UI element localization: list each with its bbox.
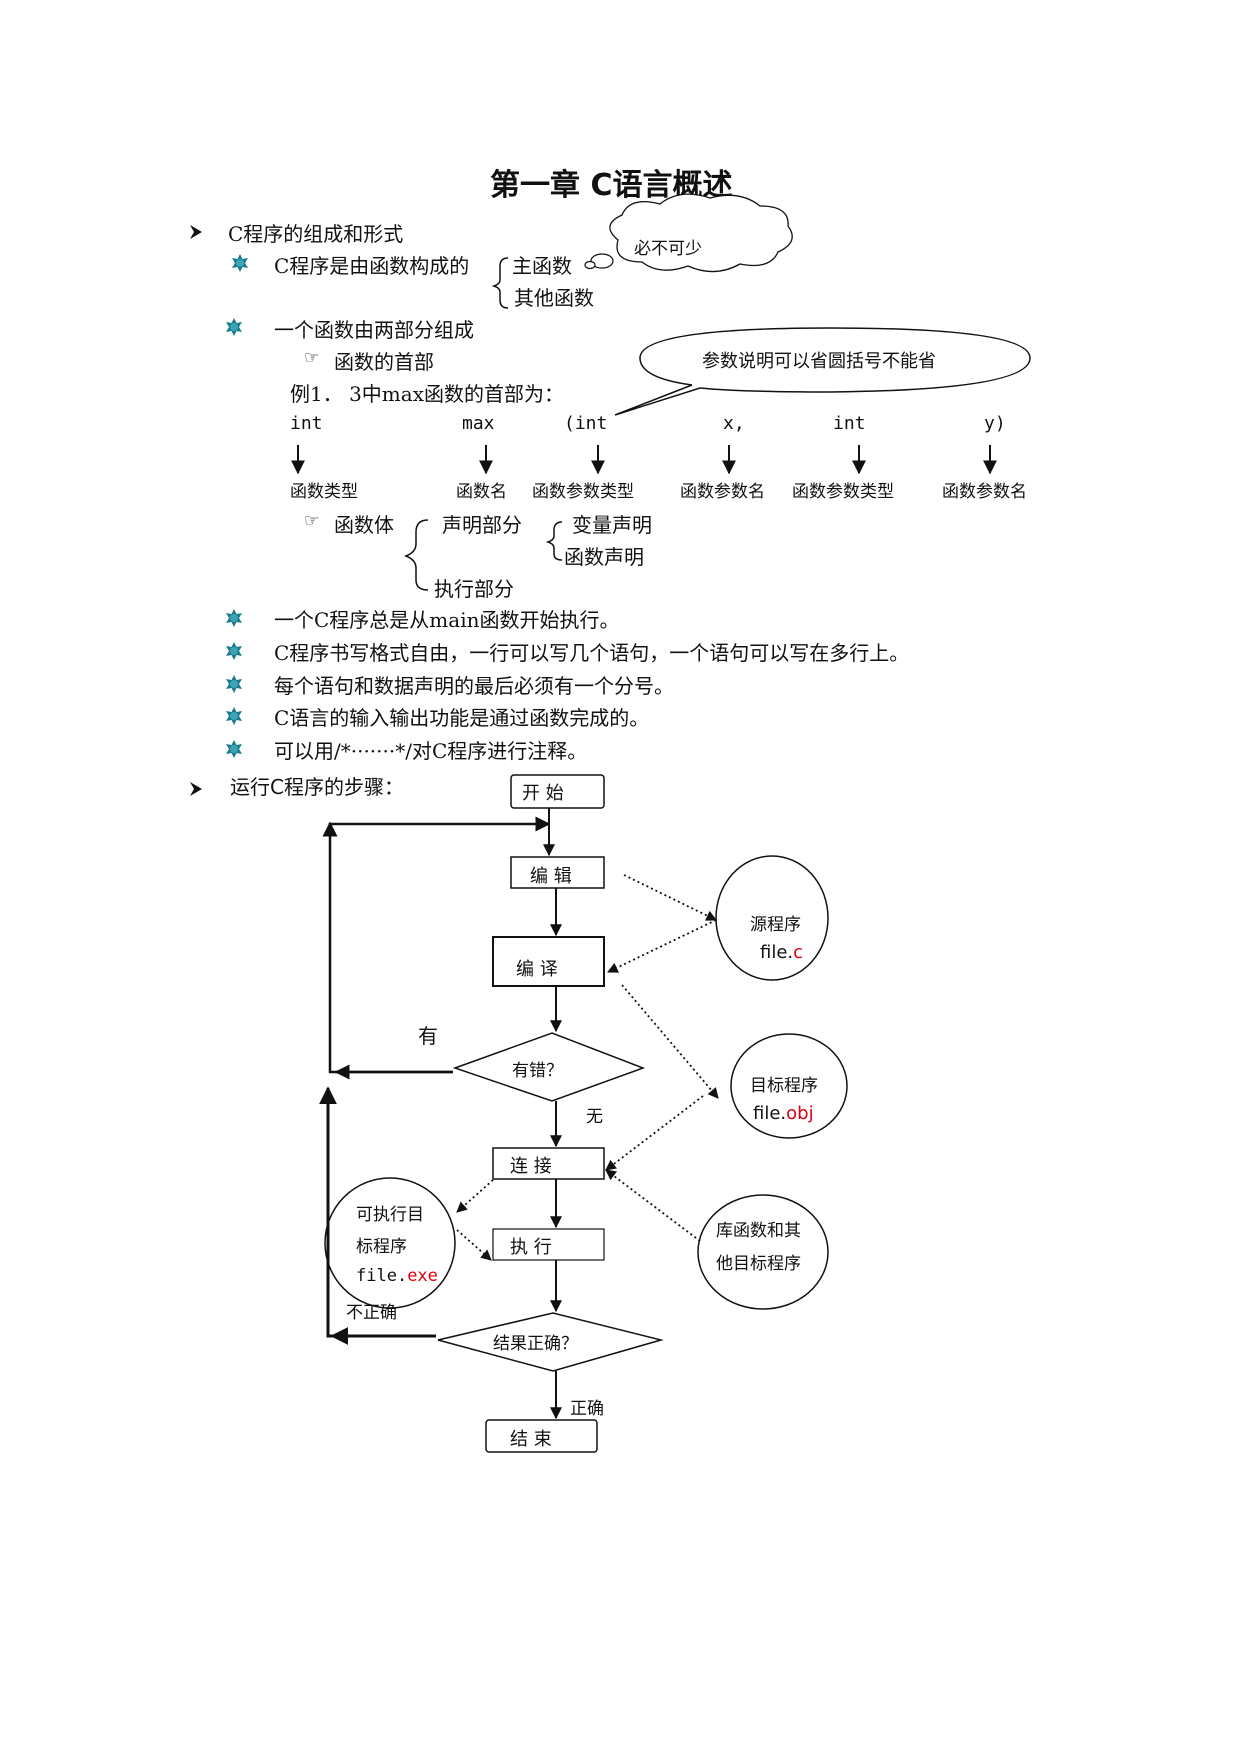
sub-body-label: 函数体 (334, 513, 394, 537)
flow-end-label: 结 束 (510, 1429, 552, 1450)
token-int-2: int (833, 413, 866, 434)
flow-node-has-error (452, 1032, 646, 1102)
library-circle (697, 1194, 829, 1310)
star-bullet-icon (226, 675, 242, 693)
dotted-arrow (621, 984, 719, 1099)
hand-pointer-icon: ☞ (304, 511, 320, 531)
token-label: 函数参数名 (680, 482, 765, 502)
executable-circle (324, 1177, 456, 1309)
speech-bubble (614, 327, 1031, 416)
example-line: 例1． 3中max函数的首部为： (290, 382, 564, 406)
body-part-declaration: 声明部分 (442, 513, 522, 537)
token-int-paren: (int (564, 413, 608, 434)
dotted-arrow (456, 1229, 492, 1261)
star-bullet-icon (226, 642, 242, 660)
library-line2: 他目标程序 (716, 1254, 801, 1274)
object-title: 目标程序 (750, 1076, 818, 1096)
section2-heading: 运行C程序的步骤： (230, 775, 404, 799)
flow-node-end (485, 1419, 598, 1453)
token-label: 函数参数类型 (532, 482, 634, 502)
brace-item-main: 主函数 (512, 254, 572, 278)
dotted-arrow (456, 1179, 494, 1213)
point-text: C程序书写格式自由，一行可以写几个语句，一个语句可以写在多行上。 (274, 641, 910, 665)
flow-node-link (492, 1147, 605, 1180)
token-y: y) (984, 413, 1006, 434)
library-line1: 库函数和其 (716, 1221, 801, 1241)
section1-heading: C程序的组成和形式 (228, 222, 404, 246)
dotted-arrow (607, 919, 717, 973)
object-program-circle (730, 1033, 848, 1139)
token-max: max (462, 413, 495, 434)
exe-file: file.exe (356, 1266, 438, 1286)
flow-incorrect-label: 不正确 (346, 1303, 397, 1323)
point-two-parts: 一个函数由两部分组成 (274, 318, 474, 342)
flow-start-label: 开 始 (522, 783, 564, 804)
star-bullet-icon (226, 318, 242, 336)
cloud-callout (584, 193, 793, 273)
dotted-arrow (623, 874, 717, 921)
token-label: 函数参数类型 (792, 482, 894, 502)
point-functions: C程序是由函数构成的 (274, 254, 470, 278)
point-text: C语言的输入输出功能是通过函数完成的。 (274, 706, 650, 730)
star-bullet-icon (232, 254, 248, 272)
star-bullet-icon (226, 707, 242, 725)
cloud-note: 必不可少 (634, 239, 702, 259)
flow-has-error-label: 有错？ (512, 1061, 563, 1081)
flow-no-label: 无 (586, 1107, 603, 1127)
flow-node-compile (492, 936, 605, 987)
point-text: 一个C程序总是从main函数开始执行。 (274, 608, 620, 632)
dotted-arrow (605, 1095, 704, 1171)
token-label: 函数名 (456, 482, 507, 502)
flow-node-run (492, 1228, 605, 1261)
exe-line2: 标程序 (356, 1237, 407, 1257)
callout-note: 参数说明可以省圆括号不能省 (702, 351, 936, 372)
token-label: 函数参数名 (942, 482, 1027, 502)
brace-icon (491, 257, 509, 309)
flow-link-label: 连 接 (510, 1156, 552, 1177)
hand-pointer-icon: ☞ (304, 348, 320, 368)
decl-variable: 变量声明 (572, 513, 652, 537)
star-bullet-icon (226, 740, 242, 758)
brace-icon (545, 521, 563, 561)
brace-item-other: 其他函数 (514, 286, 594, 310)
decl-function: 函数声明 (564, 545, 644, 569)
source-title: 源程序 (750, 915, 801, 935)
dotted-arrow (605, 1169, 701, 1242)
object-file: file.obj (753, 1103, 814, 1124)
brace-icon (403, 519, 429, 591)
source-file: file.c (760, 942, 804, 963)
sub-header-label: 函数的首部 (334, 350, 434, 374)
flow-edit-label: 编 辑 (530, 866, 572, 887)
flow-correct-label: 正确 (570, 1399, 604, 1419)
token-int: int (290, 413, 323, 434)
list-bullet-icon (190, 782, 202, 796)
flow-run-label: 执 行 (510, 1237, 552, 1258)
flow-node-start (510, 774, 605, 809)
flow-result-ok-label: 结果正确？ (493, 1334, 578, 1354)
flow-node-edit (510, 856, 605, 889)
flow-compile-label: 编 译 (516, 959, 558, 980)
token-label: 函数类型 (290, 482, 358, 502)
exe-line1: 可执行目 (356, 1205, 424, 1225)
token-x: x, (723, 413, 745, 434)
point-text: 可以用/*·······*/对C程序进行注释。 (274, 739, 588, 763)
flow-node-result-ok (437, 1312, 664, 1372)
star-bullet-icon (226, 609, 242, 627)
point-text: 每个语句和数据声明的最后必须有一个分号。 (274, 674, 674, 698)
flow-yes-label: 有 (418, 1024, 438, 1048)
body-part-execution: 执行部分 (434, 577, 514, 601)
list-bullet-icon (190, 225, 202, 239)
